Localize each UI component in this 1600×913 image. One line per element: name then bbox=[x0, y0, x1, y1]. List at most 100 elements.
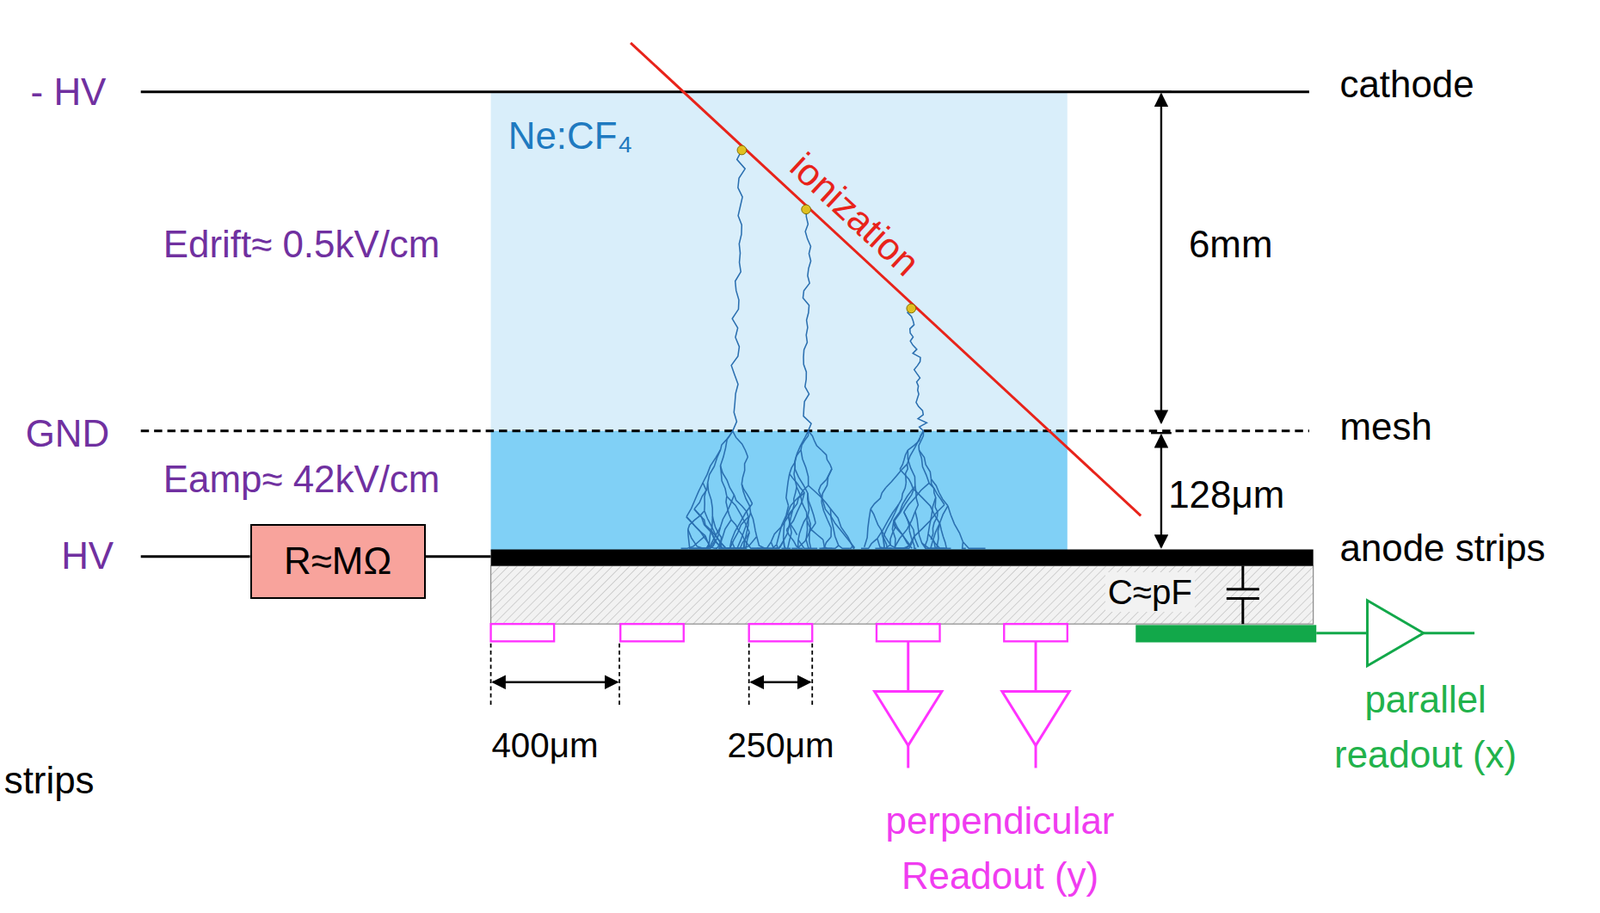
electron-path bbox=[688, 529, 709, 548]
electron-path bbox=[890, 522, 896, 545]
electron-path bbox=[800, 449, 809, 486]
electron-path bbox=[731, 149, 745, 431]
electron-path bbox=[864, 509, 871, 548]
electron-path bbox=[807, 430, 822, 450]
drawing-part bbox=[1150, 91, 1172, 93]
drawing-part bbox=[748, 643, 751, 708]
electron-path bbox=[732, 430, 749, 457]
electron-path bbox=[904, 482, 930, 512]
electron-path bbox=[932, 505, 948, 541]
electron-path bbox=[731, 519, 745, 541]
drawing-part bbox=[811, 643, 813, 708]
electron-path bbox=[861, 538, 878, 549]
electron-path bbox=[720, 465, 727, 496]
strips-label: strips bbox=[4, 758, 95, 802]
electron-path bbox=[688, 510, 705, 530]
electron-path bbox=[893, 488, 913, 521]
electrode-label: mesh bbox=[1340, 405, 1433, 449]
gas-region: Ne:CF₄ bbox=[491, 92, 1068, 431]
electron-path bbox=[899, 449, 908, 469]
drawing-part bbox=[1241, 565, 1244, 589]
electron-path bbox=[962, 541, 967, 549]
electron-path bbox=[681, 535, 706, 549]
amplifier-symbol bbox=[874, 640, 1071, 768]
ionization-point bbox=[737, 145, 747, 155]
electron-path bbox=[750, 544, 776, 549]
cathode-line bbox=[141, 90, 1310, 93]
drift-region bbox=[491, 92, 1068, 431]
drawing-part bbox=[1423, 631, 1475, 634]
drawing-part bbox=[620, 623, 684, 641]
electron-path bbox=[924, 533, 929, 548]
electron-path bbox=[808, 485, 831, 509]
drawing-part bbox=[1226, 587, 1260, 591]
electron-path bbox=[707, 482, 714, 517]
readout-label: perpendicular Readout (y) bbox=[847, 793, 1154, 903]
electron-path bbox=[928, 497, 936, 534]
electron-path bbox=[914, 504, 945, 537]
electron-path bbox=[894, 536, 914, 549]
drawing-part bbox=[1150, 431, 1172, 434]
electron-path bbox=[783, 505, 791, 538]
amplifier-symbol bbox=[1316, 600, 1475, 666]
electron-path bbox=[715, 519, 732, 548]
resistor-box: R≈MΩ bbox=[250, 523, 426, 600]
electron-path bbox=[720, 465, 734, 495]
electron-path bbox=[838, 545, 850, 548]
electron-path bbox=[907, 430, 924, 450]
electron-path bbox=[786, 529, 800, 548]
ionization-point bbox=[906, 303, 917, 314]
voltage-label: GND bbox=[25, 412, 111, 456]
electron-path bbox=[823, 539, 833, 548]
drawing-part bbox=[874, 690, 942, 745]
electron-path bbox=[776, 505, 789, 545]
ionization-track bbox=[630, 43, 1141, 516]
electron-path bbox=[807, 515, 811, 548]
drawing-part bbox=[1241, 597, 1244, 624]
field-label: Edrift≈ 0.5kV/cm bbox=[163, 222, 441, 266]
electron-path bbox=[886, 463, 908, 487]
electron-path bbox=[750, 512, 757, 536]
electron-path bbox=[787, 514, 797, 535]
electron-path bbox=[790, 485, 809, 505]
electron-path bbox=[947, 505, 964, 542]
electron-path bbox=[899, 468, 913, 488]
ionization-point bbox=[801, 204, 812, 215]
electron-path bbox=[918, 430, 924, 450]
electron-path bbox=[893, 485, 916, 522]
mesh-line bbox=[141, 429, 1310, 432]
electron-path bbox=[893, 522, 911, 546]
electron-path bbox=[918, 449, 931, 480]
drawing-part bbox=[1002, 690, 1070, 745]
resistor-value: R≈MΩ bbox=[283, 539, 392, 583]
electron-path bbox=[787, 492, 805, 515]
electrode-label: cathode bbox=[1340, 62, 1475, 106]
drawing-part bbox=[491, 623, 555, 641]
electron-path bbox=[800, 430, 809, 450]
electron-path bbox=[905, 463, 909, 483]
capacitor-symbol bbox=[1226, 565, 1260, 624]
dimension-label: 400μm bbox=[491, 725, 598, 765]
drawing-part bbox=[1034, 744, 1038, 768]
electron-path bbox=[930, 479, 936, 498]
hv-wire bbox=[425, 554, 492, 558]
electron-path bbox=[821, 449, 832, 469]
electron-path bbox=[870, 487, 887, 510]
electron-path bbox=[798, 539, 818, 548]
electrode-label: anode strips bbox=[1340, 526, 1546, 570]
electron-path bbox=[821, 468, 832, 502]
drawing-part bbox=[492, 681, 618, 684]
electron-path bbox=[849, 545, 853, 548]
drawing-part bbox=[618, 643, 621, 708]
electron-path bbox=[789, 449, 801, 474]
electron-path bbox=[741, 484, 751, 514]
electron-path bbox=[738, 532, 750, 549]
electron-path bbox=[935, 497, 938, 517]
dimension-label: 250μm bbox=[726, 725, 834, 765]
drawing-part bbox=[1034, 640, 1038, 691]
electron-path bbox=[741, 456, 748, 485]
electron-path bbox=[786, 492, 805, 530]
drawing-part bbox=[490, 643, 493, 708]
drawing-part bbox=[1316, 631, 1367, 634]
electron-path bbox=[789, 473, 805, 493]
